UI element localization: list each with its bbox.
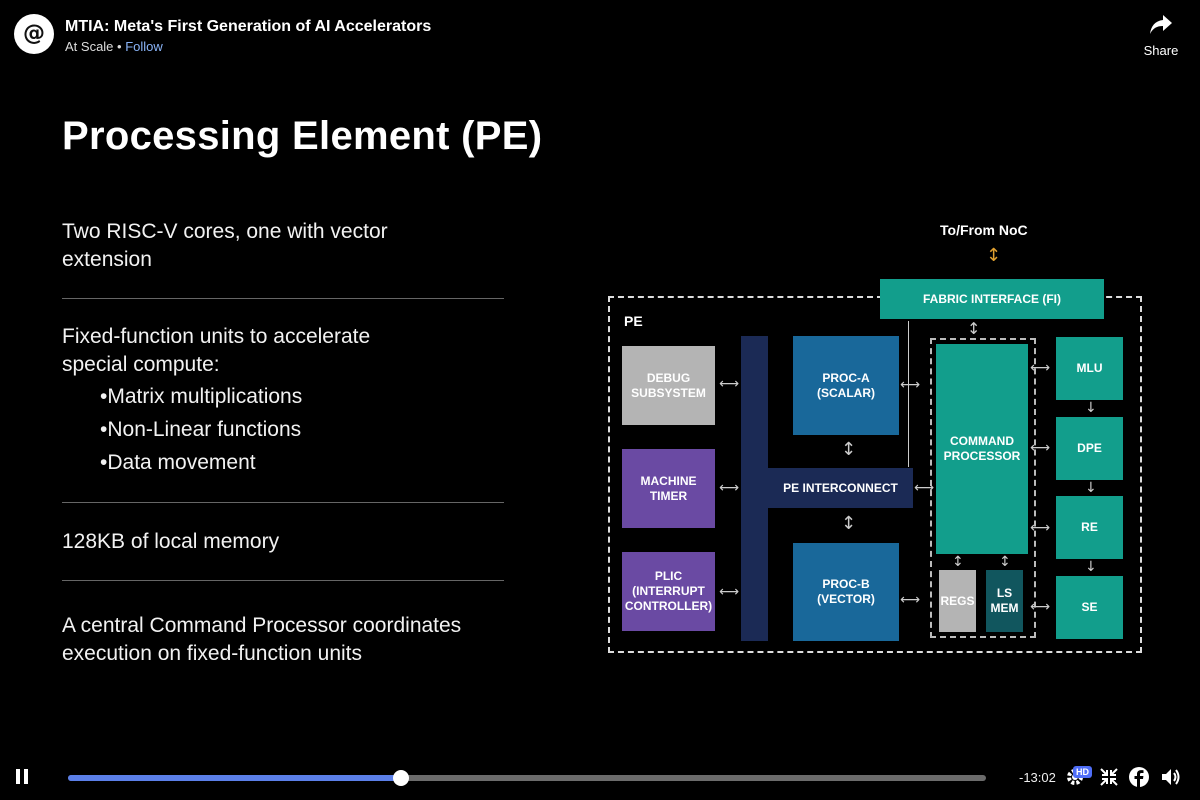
arrow-icon: ↕ [999,554,1011,570]
progress-bar[interactable] [68,770,986,786]
facebook-icon[interactable] [1128,766,1150,788]
bullet-data-movement: •Data movement [100,451,256,474]
video-title[interactable]: MTIA: Meta's First Generation of AI Acce… [65,18,432,35]
player-controls: -13:02 HD [0,740,1200,800]
interconnect-bus [741,336,768,641]
video-header: @ MTIA: Meta's First Generation of AI Ac… [0,0,1200,70]
plic-line1: PLIC [654,569,683,583]
share-label: Share [1143,43,1179,58]
ls-mem-line1: LS [996,586,1013,600]
proc-a-line1: PROC-A [822,370,870,385]
pe-block-diagram: To/From NoC ↕ PE FABRIC INTERFACE (FI) D… [600,215,1150,660]
separator-dot: • [117,39,122,54]
arrow-icon: ⟷ [1030,520,1051,536]
arrow-icon: ⟷ [719,376,740,392]
point-fixed-line1: Fixed-function units to accelerate [62,325,371,348]
dpe-block: DPE [1056,417,1123,480]
fabric-interface-block: FABRIC INTERFACE (FI) [880,279,1104,319]
point-memory: 128KB of local memory [62,530,280,553]
debug-line2: SUBSYSTEM [631,385,706,400]
pe-frame [608,296,1142,653]
se-block: SE [1056,576,1123,639]
slide-title: Processing Element (PE) [62,114,543,158]
point-cp-line1: A central Command Processor coordinates [62,614,462,637]
ls-mem-line2: MEM [990,601,1019,615]
proc-b-line1: PROC-B [822,577,870,591]
noc-label: To/From NoC [940,222,1028,238]
proc-b-line2: (VECTOR) [817,592,875,606]
bullet-matrix: •Matrix multiplications [100,385,303,408]
point-fixed-function: Fixed-function units to accelerate speci… [62,323,522,379]
time-remaining: -13:02 [1019,770,1056,785]
point-cp-line2: execution on fixed-function units [62,642,363,665]
arrow-icon: ⟷ [719,584,740,600]
timer-line2: TIMER [649,488,688,503]
point-riscv-line1: Two RISC-V cores, one with vector [62,220,388,243]
arrow-icon: ↕ [952,554,964,570]
divider [62,580,504,581]
channel-line: At Scale • Follow [65,39,163,54]
pe-label: PE [624,313,643,329]
arrow-icon: ↓ [1085,480,1097,496]
arrow-icon: ⟷ [719,480,740,496]
command-line1: COMMAND [950,434,1014,448]
command-line2: PROCESSOR [943,449,1021,463]
pause-icon[interactable] [16,769,28,784]
bullet-nonlinear: •Non-Linear functions [100,418,302,441]
arrow-icon: ⟷ [1030,599,1051,615]
hd-badge: HD [1073,766,1092,778]
proc-b-block: PROC-B(VECTOR) [793,543,899,641]
proc-a-block: PROC-A(SCALAR) [793,336,899,435]
arrow-icon: ⟷ [900,377,921,393]
debug-line1: DEBUG [646,370,691,385]
plic-line2: (INTERRUPT [632,584,705,598]
mlu-block: MLU [1056,337,1123,400]
progress-fill [68,775,402,781]
arrow-icon: ↕ [841,439,857,460]
point-riscv: Two RISC-V cores, one with vector extens… [62,218,522,274]
command-processor-frame [930,338,1036,638]
arrow-icon: ↓ [1085,559,1097,575]
point-fixed-line2: special compute: [62,353,220,376]
regs-block: REGS [939,570,976,632]
arrow-icon: ⟷ [1030,360,1051,376]
follow-link[interactable]: Follow [125,39,163,54]
noc-arrow-icon: ↕ [986,245,1002,266]
share-icon [1150,15,1172,34]
share-button[interactable]: Share [1138,14,1184,58]
channel-logo[interactable]: @ [14,14,54,54]
pe-interconnect-block: PE INTERCONNECT [768,468,913,508]
arrow-icon: ↕ [967,319,981,338]
volume-icon[interactable] [1160,766,1182,788]
arrow-icon: ↕ [841,513,857,534]
timer-line1: MACHINE [640,473,697,488]
proc-a-line2: (SCALAR) [817,385,875,400]
point-riscv-line2: extension [62,248,152,271]
arrow-icon: ⟷ [914,480,935,496]
collapse-icon[interactable] [1098,766,1120,788]
re-block: RE [1056,496,1123,559]
divider [62,298,504,299]
plic-line3: CONTROLLER) [624,599,713,613]
fabric-link-line [908,321,909,467]
point-command-processor: A central Command Processor coordinates … [62,612,522,668]
channel-name[interactable]: At Scale [65,39,114,54]
arrow-icon: ⟷ [900,592,921,608]
progress-knob[interactable] [393,770,410,786]
arrow-icon: ↓ [1085,400,1097,416]
divider [62,502,504,503]
arrow-icon: ⟷ [1030,440,1051,456]
